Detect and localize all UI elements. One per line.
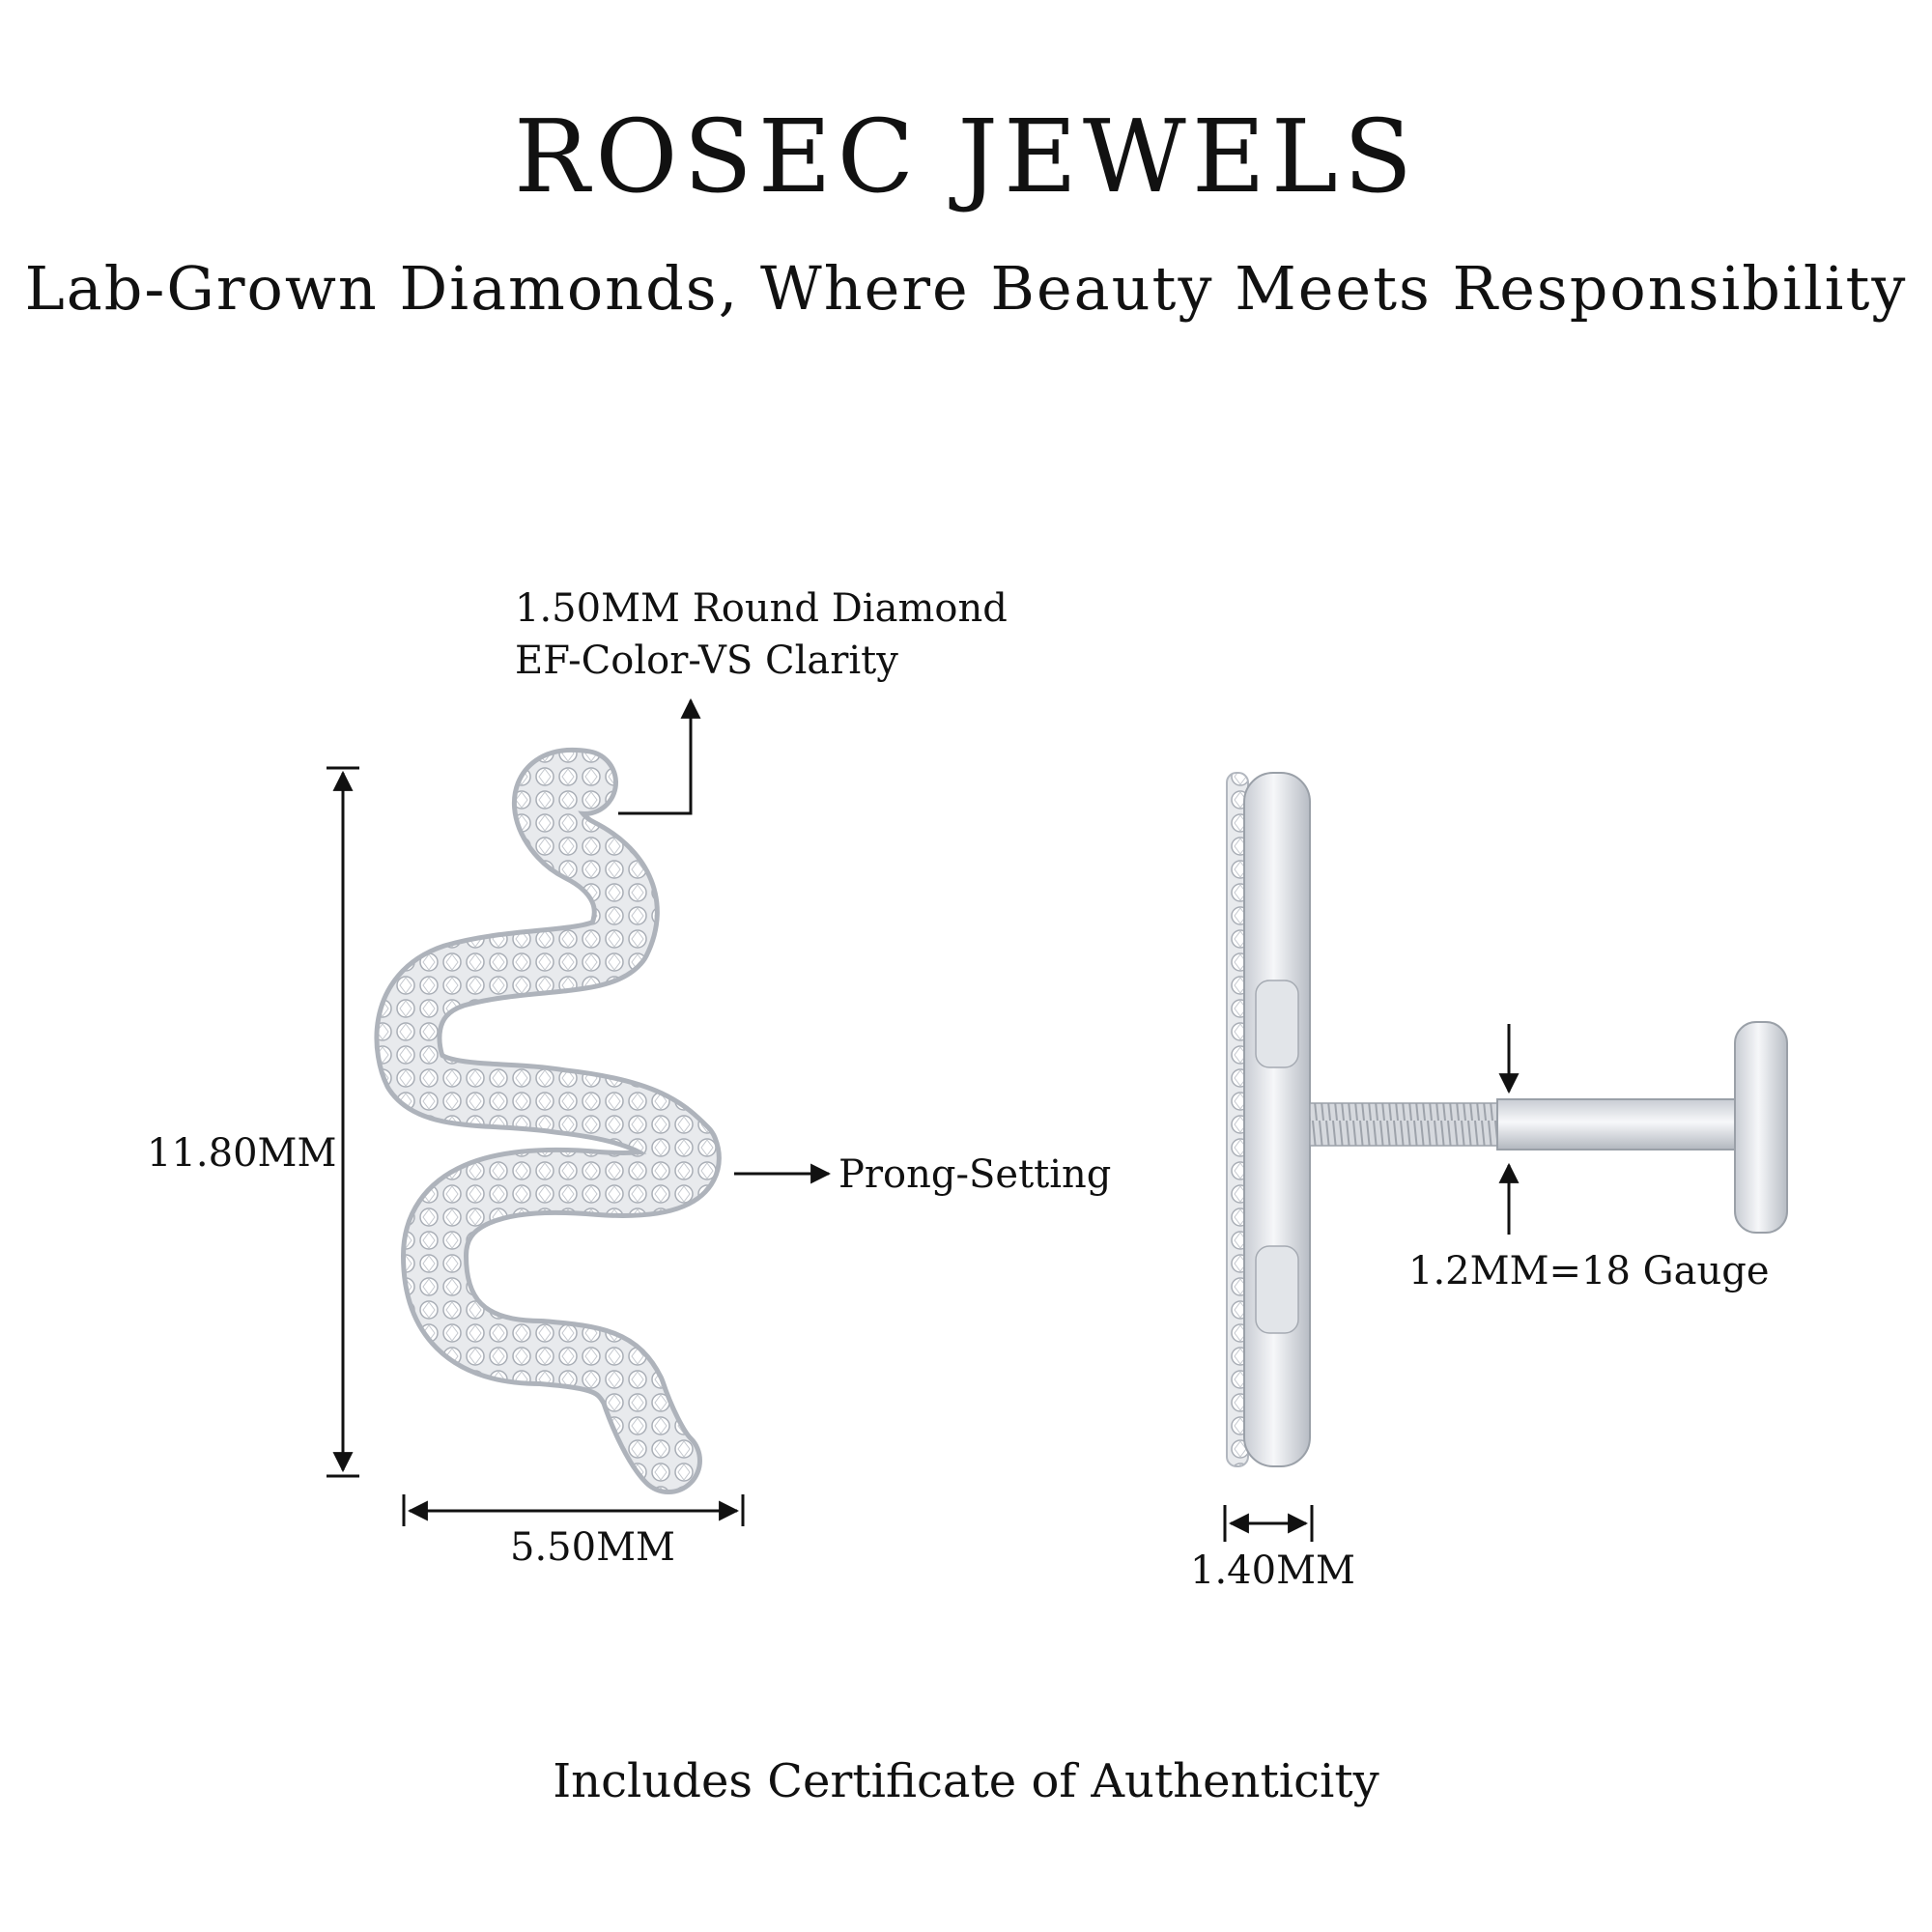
width-label: 5.50MM	[510, 1525, 675, 1570]
setting-label: Prong-Setting	[838, 1152, 1112, 1197]
tagline: Lab-Grown Diamonds, Where Beauty Meets R…	[24, 253, 1908, 324]
stone-leader	[618, 697, 701, 815]
gauge-label: 1.2MM=18 Gauge	[1408, 1249, 1770, 1293]
certificate-note: Includes Certificate of Authenticity	[553, 1754, 1379, 1808]
height-dimension	[327, 766, 359, 1478]
smooth-post	[1496, 1098, 1738, 1151]
stone-size-label: 1.50MM Round Diamond	[515, 586, 1008, 631]
snake-body-pave	[379, 752, 717, 1490]
thickness-label: 1.40MM	[1190, 1548, 1355, 1593]
earring-side-view	[1226, 772, 1788, 1467]
threaded-post	[1309, 1102, 1498, 1147]
stone-quality-label: EF-Color-VS Clarity	[515, 639, 898, 683]
snake-earring-front	[374, 748, 722, 1494]
thickness-dimension	[1223, 1505, 1314, 1542]
width-dimension	[402, 1494, 745, 1526]
top-plate	[1243, 772, 1311, 1467]
brand-title: ROSEC JEWELS	[513, 98, 1419, 215]
flat-back-disc	[1734, 1021, 1788, 1234]
height-label: 11.80MM	[147, 1131, 337, 1176]
